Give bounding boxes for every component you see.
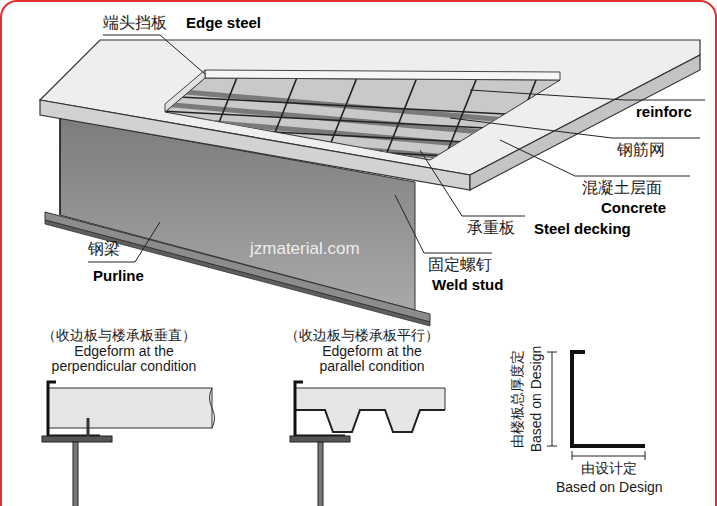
detail-caption: Edgeform at the parallel condition	[303, 344, 441, 375]
detail-perpendicular	[42, 382, 215, 506]
detail-parallel	[290, 382, 445, 506]
part-label-cn: 混凝土层面	[582, 179, 662, 197]
dimension-label: Based on Design	[556, 480, 663, 495]
edgeform-profile	[547, 352, 645, 460]
dimension-label: Based on Design	[529, 346, 544, 453]
leader-lines	[88, 35, 705, 262]
concrete-slab	[40, 40, 700, 190]
part-label-cn: 端头挡板	[103, 14, 167, 32]
part-label: Concrete	[601, 200, 666, 217]
part-label-cn: 钢筋网	[617, 141, 665, 159]
detail-caption: Edgeform at the perpendicular condition	[38, 344, 210, 375]
deck-cutout	[140, 70, 620, 186]
dimension-label-cn: 由楼板总厚度定	[510, 350, 525, 448]
detail-caption-cn: （收边板与楼承板垂直）	[42, 328, 196, 343]
part-label-cn: 钢梁	[88, 240, 120, 258]
part-label: Steel decking	[534, 221, 631, 238]
part-label: Edge steel	[186, 15, 261, 32]
dimension-label-cn: 由设计定	[572, 461, 646, 476]
detail-caption-cn: （收边板与楼承板平行）	[285, 328, 439, 343]
part-label-cn: 承重板	[467, 219, 515, 237]
watermark: jzmaterial.com	[250, 240, 360, 259]
part-label: reinforc	[636, 104, 692, 121]
part-label-cn: 固定螺钉	[428, 256, 492, 274]
part-label: Weld stud	[432, 277, 503, 294]
part-label: Purline	[93, 268, 144, 285]
